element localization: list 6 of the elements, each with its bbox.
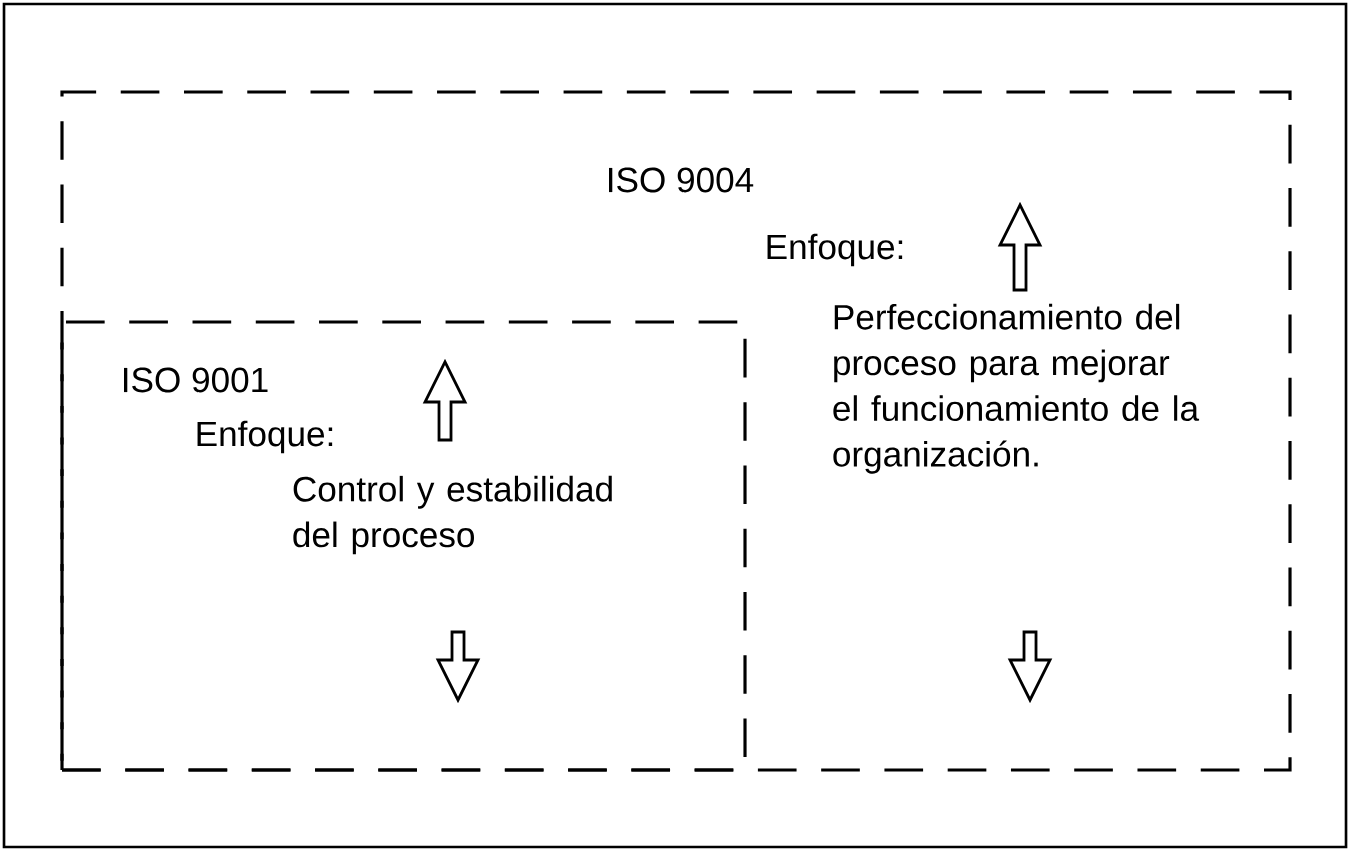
label: Enfoque: (767, 233, 903, 267)
heading: ISO 9004 (609, 167, 754, 193)
description: Perfeccionamiento del proceso para mejorar el funcionamiento de la organización. (833, 303, 1200, 474)
heading: ISO 9001 (124, 367, 268, 393)
description: Control y estabilidad del proceso (293, 475, 612, 555)
label: Enfoque: (197, 420, 333, 454)
